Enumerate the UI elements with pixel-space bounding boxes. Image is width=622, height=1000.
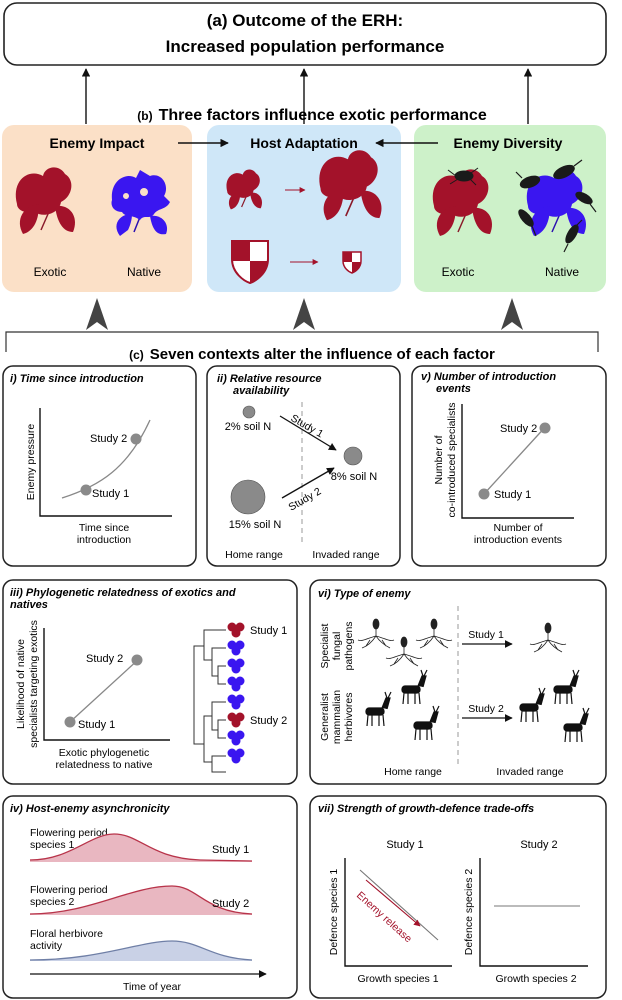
panel-v-xlabel-2: introduction events (474, 534, 562, 546)
panel-iii-ylabel-1: Likelihood of native (15, 639, 27, 729)
panel-iii-xlabel-2: relatedness to native (56, 759, 153, 771)
outcome-line2: Increased population performance (166, 37, 445, 56)
panel-ii-15pct: 15% soil N (229, 519, 282, 531)
panel-vi-home: Home range (384, 766, 442, 778)
enemy-diversity-title: Enemy Diversity (454, 135, 563, 151)
panel-v-title-1: v) Number of introduction (421, 371, 556, 383)
panel-i-xlabel-2: introduction (77, 534, 131, 546)
native-leaf-with-insects-icon (515, 159, 597, 253)
tree-leaves (227, 622, 245, 764)
panel-vi-row1-3: pathogens (343, 621, 355, 670)
panel-iv-row3-1: Floral herbivore (30, 928, 103, 940)
herbivore-deer-icons (365, 669, 590, 743)
panel-ii-2pct: 2% soil N (225, 421, 272, 433)
exotic-leaf-with-insect-icon (432, 167, 492, 236)
panel-iv-row1-1: Flowering period (30, 827, 108, 839)
contexts-bracket (5, 331, 599, 352)
panel-ii-invaded: Invaded range (312, 549, 379, 561)
panel-vi-row2-1: Generalist (319, 693, 331, 741)
panel-vi-study2: Study 2 (468, 703, 504, 715)
panel-iii-title-1: iii) Phylogenetic relatedness of exotics… (10, 587, 236, 599)
panel-ii-home: Home range (225, 549, 283, 561)
panel-iv-title: iv) Host-enemy asynchronicity (10, 803, 170, 815)
panel-iv-row3-2: activity (30, 940, 63, 952)
panel-growth-defence-tradeoffs: vii) Strength of growth-defence trade-of… (309, 795, 607, 999)
panel-v-ylabel-2: co-introduced specialists (446, 403, 458, 518)
panel-vi-invaded: Invaded range (496, 766, 563, 778)
panel-vi-row2-3: herbivores (343, 692, 355, 741)
large-shield-icon (231, 240, 269, 285)
factors-heading: (b)Three factors influence exotic perfor… (137, 107, 487, 124)
panel-v-study1: Study 1 (494, 489, 531, 501)
panel-type-of-enemy: vi) Type of enemy Specialist fungal path… (309, 579, 607, 785)
phylogenetic-tree (193, 629, 226, 773)
enemy-impact-exotic-label: Exotic (34, 265, 67, 279)
factor-to-outcome-arrows (81, 68, 533, 124)
enemy-impact-title: Enemy Impact (50, 135, 145, 151)
native-eaten-leaf-icon (111, 170, 170, 236)
host-adaptation-title: Host Adaptation (250, 135, 358, 151)
fungal-pathogen-icons (357, 618, 567, 667)
panel-vi-row1-1: Specialist (319, 623, 331, 668)
panel-ii-title-1: ii) Relative resource (217, 373, 322, 385)
panel-iii-study2: Study 2 (86, 653, 123, 665)
outcome-box: (a) Outcome of the ERH: Increased popula… (3, 2, 607, 66)
enemy-diversity-panel: Enemy Diversity (414, 125, 606, 292)
panel-phylogenetic-relatedness: iii) Phylogenetic relatedness of exotics… (2, 579, 298, 785)
panel-vii-left-ylabel: Defence species 1 (328, 869, 340, 956)
exotic-leaf-icon (15, 167, 75, 234)
panel-vii-right-title: Study 2 (520, 839, 557, 851)
panel-ii-title-2: availability (233, 385, 290, 397)
panel-i-study2: Study 2 (90, 433, 127, 445)
panel-vii-left-xlabel: Growth species 1 (357, 973, 438, 985)
panel-iv-row2-study: Study 2 (212, 898, 249, 910)
panel-iii-xlabel-1: Exotic phylogenetic (59, 747, 149, 759)
panel-ii-8pct: 8% soil N (331, 471, 378, 483)
panel-vi-row1-2: fungal (331, 632, 343, 661)
panel-v-ylabel-1: Number of (433, 435, 445, 484)
contexts-heading: (c)Seven contexts alter the influence of… (129, 346, 495, 363)
panel-v-xlabel-1: Number of (493, 522, 542, 534)
tree-study2: Study 2 (250, 715, 287, 727)
context-to-factor-chevrons (86, 298, 523, 330)
panel-resource-availability: ii) Relative resource availability 2% so… (206, 365, 401, 567)
panel-iv-xlabel: Time of year (123, 981, 181, 993)
panel-vii-right-xlabel: Growth species 2 (495, 973, 576, 985)
panel-iv-row2-2: species 2 (30, 896, 75, 908)
host-adaptation-panel: Host Adaptation (207, 125, 401, 292)
outcome-line1: (a) Outcome of the ERH: (207, 11, 403, 30)
panel-v-study2: Study 2 (500, 423, 537, 435)
panel-iv-row1-study: Study 1 (212, 844, 249, 856)
panel-i-xlabel-1: Time since (79, 522, 130, 534)
panel-i-study1: Study 1 (92, 488, 129, 500)
panel-iii-title-2: natives (10, 599, 48, 611)
panel-iv-row1-2: species 1 (30, 839, 75, 851)
panel-time-since-introduction: i) Time since introduction Study 1 Study… (2, 365, 197, 567)
panel-v-title-2: events (436, 383, 471, 395)
small-shield-icon (342, 251, 362, 274)
panel-iv-row2-1: Flowering period (30, 884, 108, 896)
large-leaf-icon (319, 150, 382, 221)
enemy-diversity-native-label: Native (545, 265, 579, 279)
panel-host-enemy-asynchronicity: iv) Host-enemy asynchronicity Flowering … (2, 795, 298, 999)
panel-vii-right-ylabel: Defence species 2 (463, 869, 475, 956)
enemy-impact-native-label: Native (127, 265, 161, 279)
panel-i-title: i) Time since introduction (10, 373, 144, 385)
panel-iii-ylabel-2: specialists targeting exotics (28, 620, 40, 748)
panel-vii-title: vii) Strength of growth-defence trade-of… (318, 803, 534, 815)
small-leaf-icon (226, 169, 262, 210)
panel-vii-left-title: Study 1 (386, 839, 423, 851)
panel-vi-title: vi) Type of enemy (318, 588, 411, 600)
panel-introduction-events: v) Number of introduction events Study 1… (411, 365, 607, 567)
panel-vi-study1: Study 1 (468, 629, 504, 641)
enemy-impact-panel: Enemy Impact Exotic Native (2, 125, 192, 292)
panel-iii-study1: Study 1 (78, 719, 115, 731)
panel-i-ylabel: Enemy pressure (25, 424, 37, 501)
enemy-diversity-exotic-label: Exotic (442, 265, 475, 279)
tree-study1: Study 1 (250, 625, 287, 637)
panel-vi-row2-2: mammalian (331, 690, 343, 744)
